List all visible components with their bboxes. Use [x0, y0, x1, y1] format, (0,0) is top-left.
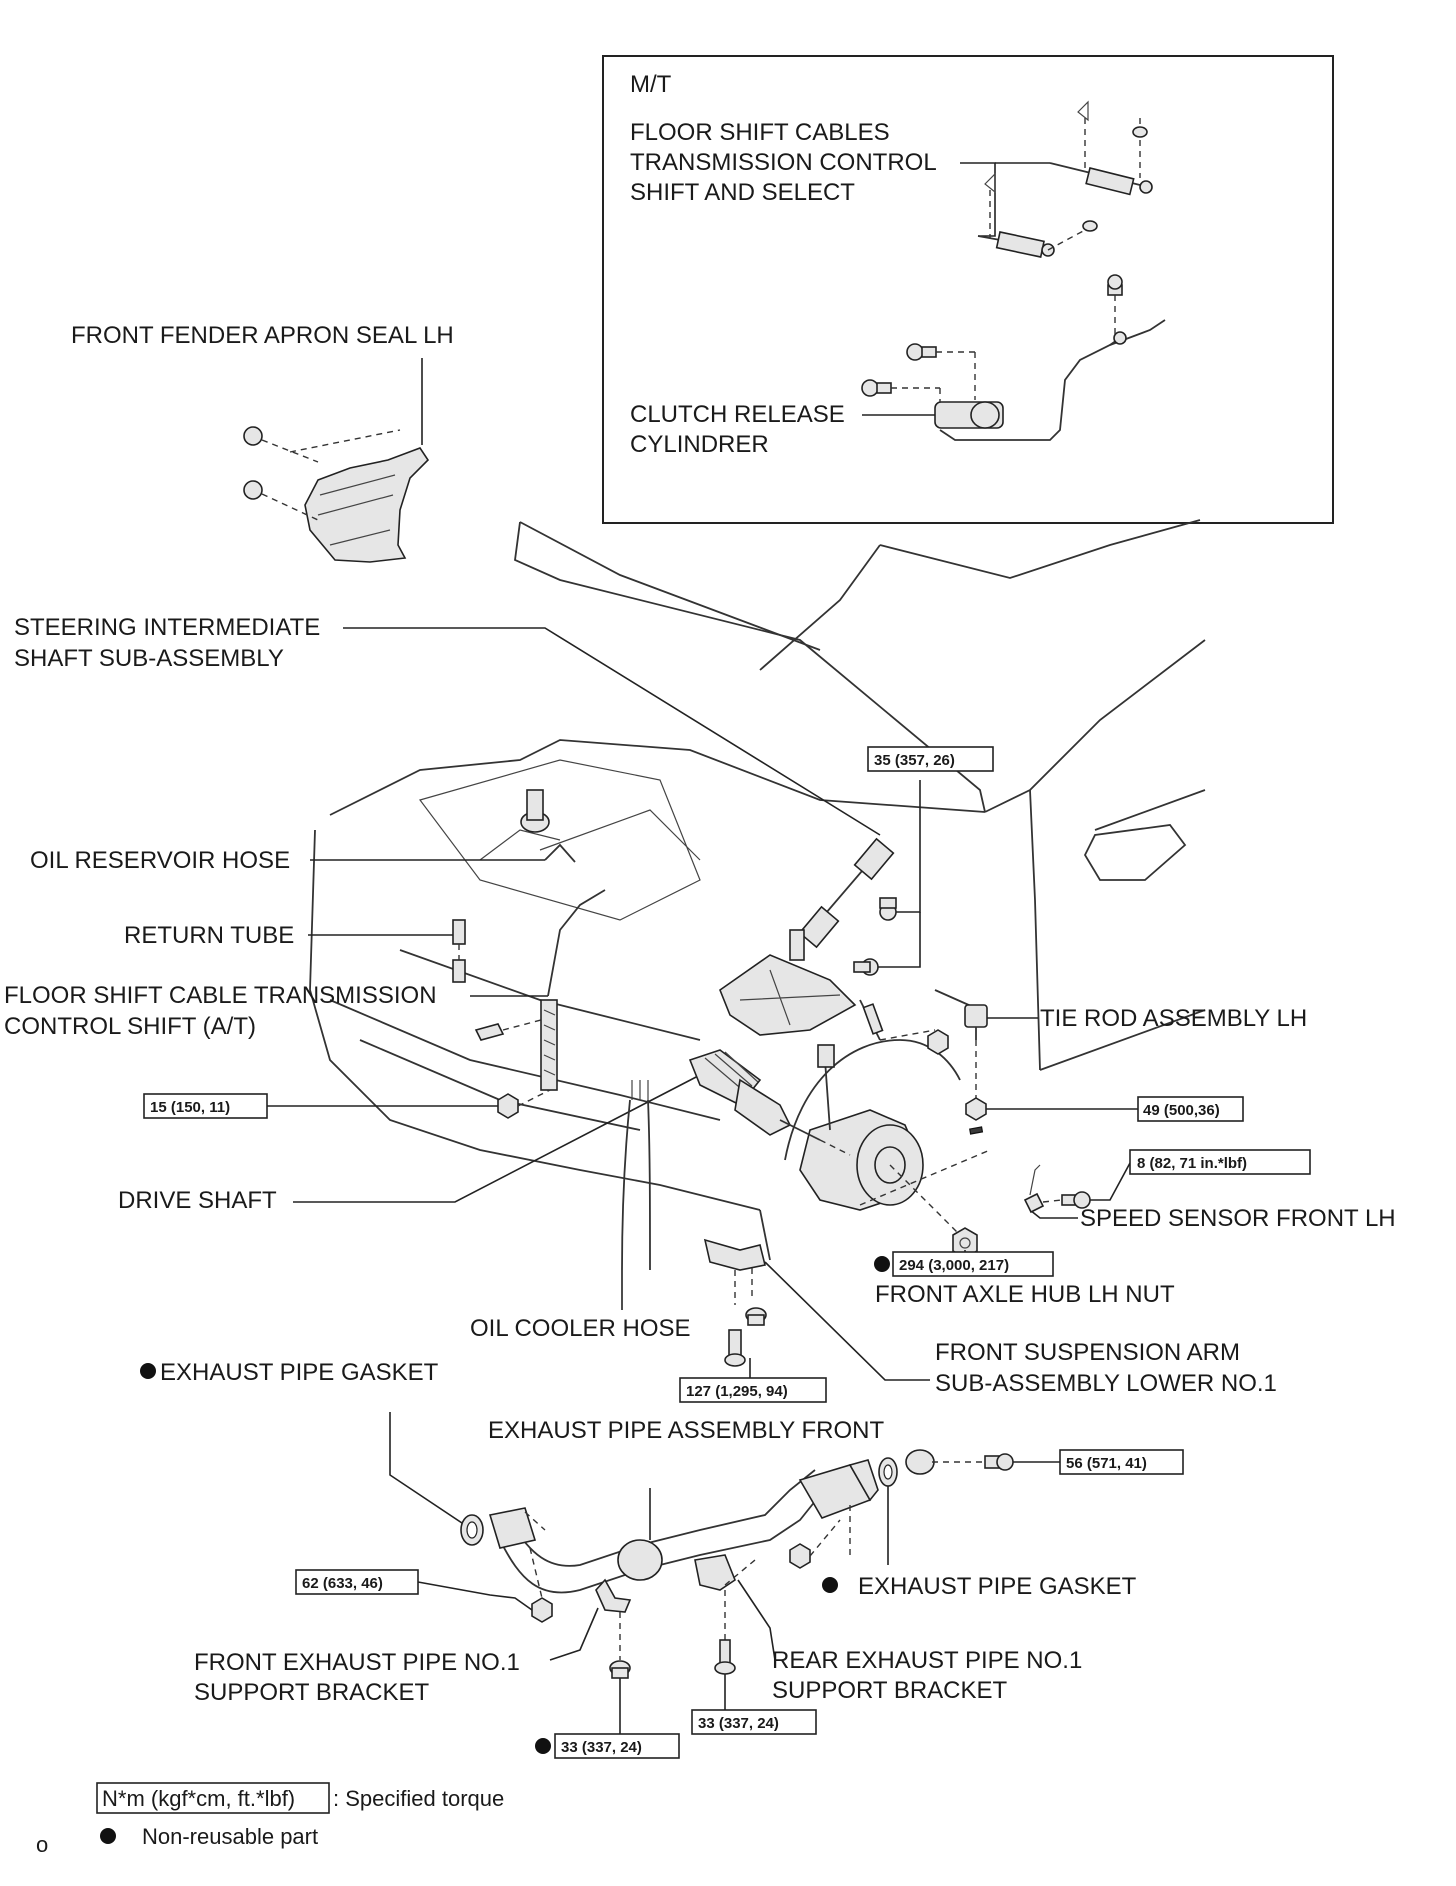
torque-box-exhaust-front-flange [295, 1569, 419, 1595]
rear-bracket-bolt-icon [714, 1639, 736, 1675]
clutch-release-label-1: CLUTCH RELEASE [630, 401, 845, 428]
front-exhaust-support-bracket: FRONT EXHAUST PIPE NO.1 SUPPORT BRACKET … [194, 1578, 680, 1759]
speed-sensor-bolt-icon [1061, 1191, 1091, 1209]
front-fender-apron-seal-label: FRONT FENDER APRON SEAL LH [71, 322, 454, 349]
torque-axle-hub-nut: 294 (3,000, 217) [899, 1257, 1009, 1274]
torque-box-speed-sensor [1129, 1149, 1311, 1175]
torque-exhaust-front-flange: 62 (633, 46) [302, 1575, 383, 1592]
nonreusable-dot-hub-nut [874, 1256, 890, 1272]
torque-front-bracket: 33 (337, 24) [561, 1739, 642, 1756]
clutch-release-cylinder: CLUTCH RELEASE CYLINDRER [630, 274, 1166, 458]
suspension-arm-nut-icon [745, 1307, 767, 1326]
speed-sensor: SPEED SENSOR FRONT LH 8 (82, 71 in.*lbf) [1023, 1149, 1396, 1232]
front-suspension-arm: 127 (1,295, 94) FRONT SUSPENSION ARM SUB… [679, 1238, 1277, 1403]
torque-box-axle-hub-nut [892, 1251, 1054, 1277]
floor-shift-cables-leader [960, 162, 996, 237]
shift-cable-nut-icon [497, 1093, 519, 1119]
exhaust-flange-nut-icon [789, 1543, 811, 1569]
torque-rear-bracket: 33 (337, 24) [698, 1715, 779, 1732]
torque-box-front-bracket [554, 1733, 680, 1759]
torque-tie-rod-nut: 49 (500,36) [1143, 1102, 1220, 1119]
legend-torque-box-text: N*m (kgf*cm, ft.*lbf) [102, 1786, 295, 1811]
legend-torque-box [96, 1782, 330, 1814]
front-suspension-arm-label-1: FRONT SUSPENSION ARM [935, 1339, 1240, 1366]
legend-corner-mark: o [36, 1832, 48, 1857]
torque-box-exhaust-rear-flange [1059, 1449, 1184, 1475]
legend: N*m (kgf*cm, ft.*lbf) : Specified torque… [36, 1782, 504, 1857]
return-tube-label: RETURN TUBE [124, 922, 294, 949]
suspension-arm-bolt-icon [724, 1329, 746, 1367]
torque-box-suspension-arm [679, 1377, 827, 1403]
front-bracket-nut-icon [609, 1660, 631, 1679]
floor-shift-cable-at-label-2: CONTROL SHIFT (A/T) [4, 1013, 256, 1040]
exhaust-rear-bolt-icon [984, 1453, 1014, 1471]
oil-cooler-hose-label: OIL COOLER HOSE [470, 1315, 691, 1342]
knuckle-nut-icon [927, 1029, 949, 1055]
torque-box-tie-rod-nut [1137, 1096, 1244, 1122]
front-axle-hub-nut-label: FRONT AXLE HUB LH NUT [875, 1281, 1175, 1308]
exhaust-pipe-assembly: EXHAUST PIPE GASKET EXHAUST PIPE ASSEMBL… [140, 1359, 1184, 1623]
shift-cable-upper [1049, 100, 1153, 196]
front-suspension-arm-label-2: SUB-ASSEMBLY LOWER NO.1 [935, 1370, 1277, 1397]
mt-inset-title: M/T [630, 71, 672, 98]
floor-shift-cable-at-label-1: FLOOR SHIFT CABLE TRANSMISSION [4, 982, 437, 1009]
tie-rod-nut-icon [965, 1097, 987, 1121]
clutch-release-label-2: CYLINDRER [630, 431, 769, 458]
tie-rod-assembly: TIE ROD ASSEMBLY LH 49 (500,36) [934, 989, 1307, 1135]
torque-steering-shaft: 35 (357, 26) [874, 752, 955, 769]
steering-knuckle-hub [799, 999, 991, 1236]
exhaust-pipe-assembly-label: EXHAUST PIPE ASSEMBLY FRONT [488, 1417, 884, 1444]
clutch-bolt-upper-icon [906, 343, 976, 400]
steering-intermediate-shaft: STEERING INTERMEDIATE SHAFT SUB-ASSEMBLY… [14, 614, 994, 1036]
torque-exhaust-rear-flange: 56 (571, 41) [1066, 1455, 1147, 1472]
drive-shaft: DRIVE SHAFT [118, 1049, 851, 1214]
legend-torque-text: : Specified torque [333, 1786, 504, 1811]
torque-shift-cable-nut: 15 (150, 11) [150, 1099, 230, 1116]
speed-sensor-label: SPEED SENSOR FRONT LH [1080, 1205, 1396, 1232]
front-exhaust-support-label-1: FRONT EXHAUST PIPE NO.1 [194, 1649, 520, 1676]
exhaust-gasket-top-label: EXHAUST PIPE GASKET [160, 1359, 439, 1386]
exhaust-gasket-right-label: EXHAUST PIPE GASKET [858, 1573, 1137, 1600]
tie-rod-label: TIE ROD ASSEMBLY LH [1040, 1005, 1307, 1032]
oil-reservoir-hose-label: OIL RESERVOIR HOSE [30, 847, 290, 874]
power-steering-lines: OIL RESERVOIR HOSE RETURN TUBE FLOOR SHI… [4, 843, 606, 1119]
steering-shaft-bolt-lower-icon [853, 958, 879, 976]
rear-exhaust-support-bracket: REAR EXHAUST PIPE NO.1 SUPPORT BRACKET 3… [691, 1554, 1082, 1735]
nonreusable-dot-front-bracket [535, 1738, 551, 1754]
floor-shift-cables-label-3: SHIFT AND SELECT [630, 179, 855, 206]
axle-hub-nut-icon [952, 1227, 978, 1259]
mt-inset: M/T FLOOR SHIFT CABLES TRANSMISSION CONT… [602, 55, 1334, 524]
torque-box-rear-bracket [691, 1709, 817, 1735]
drive-shaft-label: DRIVE SHAFT [118, 1187, 277, 1214]
rear-exhaust-support-label-1: REAR EXHAUST PIPE NO.1 [772, 1647, 1082, 1674]
floor-shift-cables-label-1: FLOOR SHIFT CABLES [630, 119, 890, 146]
nonreusable-dot-gasket-top [140, 1363, 156, 1379]
steering-shaft-label-1: STEERING INTERMEDIATE [14, 614, 320, 641]
exhaust-gasket-rear-icon [878, 1457, 898, 1487]
torque-speed-sensor: 8 (82, 71 in.*lbf) [1137, 1155, 1247, 1172]
exhaust-gasket-front-icon [460, 1514, 484, 1546]
exhaust-front-nut-icon [531, 1597, 553, 1623]
steering-shaft-bolt-upper-icon [879, 897, 897, 921]
floor-shift-cables-label-2: TRANSMISSION CONTROL [630, 149, 937, 176]
mt-inset-frame [602, 55, 1334, 524]
nonreusable-dot-gasket-right [822, 1577, 838, 1593]
clutch-bolt-lower-icon [861, 379, 941, 402]
torque-box-shift-cable-nut [143, 1093, 268, 1119]
legend-nonreusable-text: Non-reusable part [142, 1824, 318, 1849]
front-fender-apron-seal: FRONT FENDER APRON SEAL LH [71, 322, 454, 563]
vehicle-body-outline [309, 519, 1206, 1261]
front-exhaust-support-label-2: SUPPORT BRACKET [194, 1679, 430, 1706]
oil-cooler-hose: OIL COOLER HOSE [470, 1080, 691, 1342]
steering-shaft-label-2: SHAFT SUB-ASSEMBLY [14, 645, 284, 672]
torque-box-steering-shaft [867, 746, 994, 772]
shift-cable-lower [977, 172, 1098, 258]
apron-clip-lower-icon [243, 480, 263, 500]
front-axle-hub-nut: 294 (3,000, 217) FRONT AXLE HUB LH NUT [874, 1227, 1175, 1308]
rear-exhaust-support-label-2: SUPPORT BRACKET [772, 1677, 1008, 1704]
torque-suspension-arm: 127 (1,295, 94) [686, 1383, 788, 1400]
legend-nonreusable-dot [100, 1828, 116, 1844]
apron-clip-upper-icon [243, 426, 263, 446]
